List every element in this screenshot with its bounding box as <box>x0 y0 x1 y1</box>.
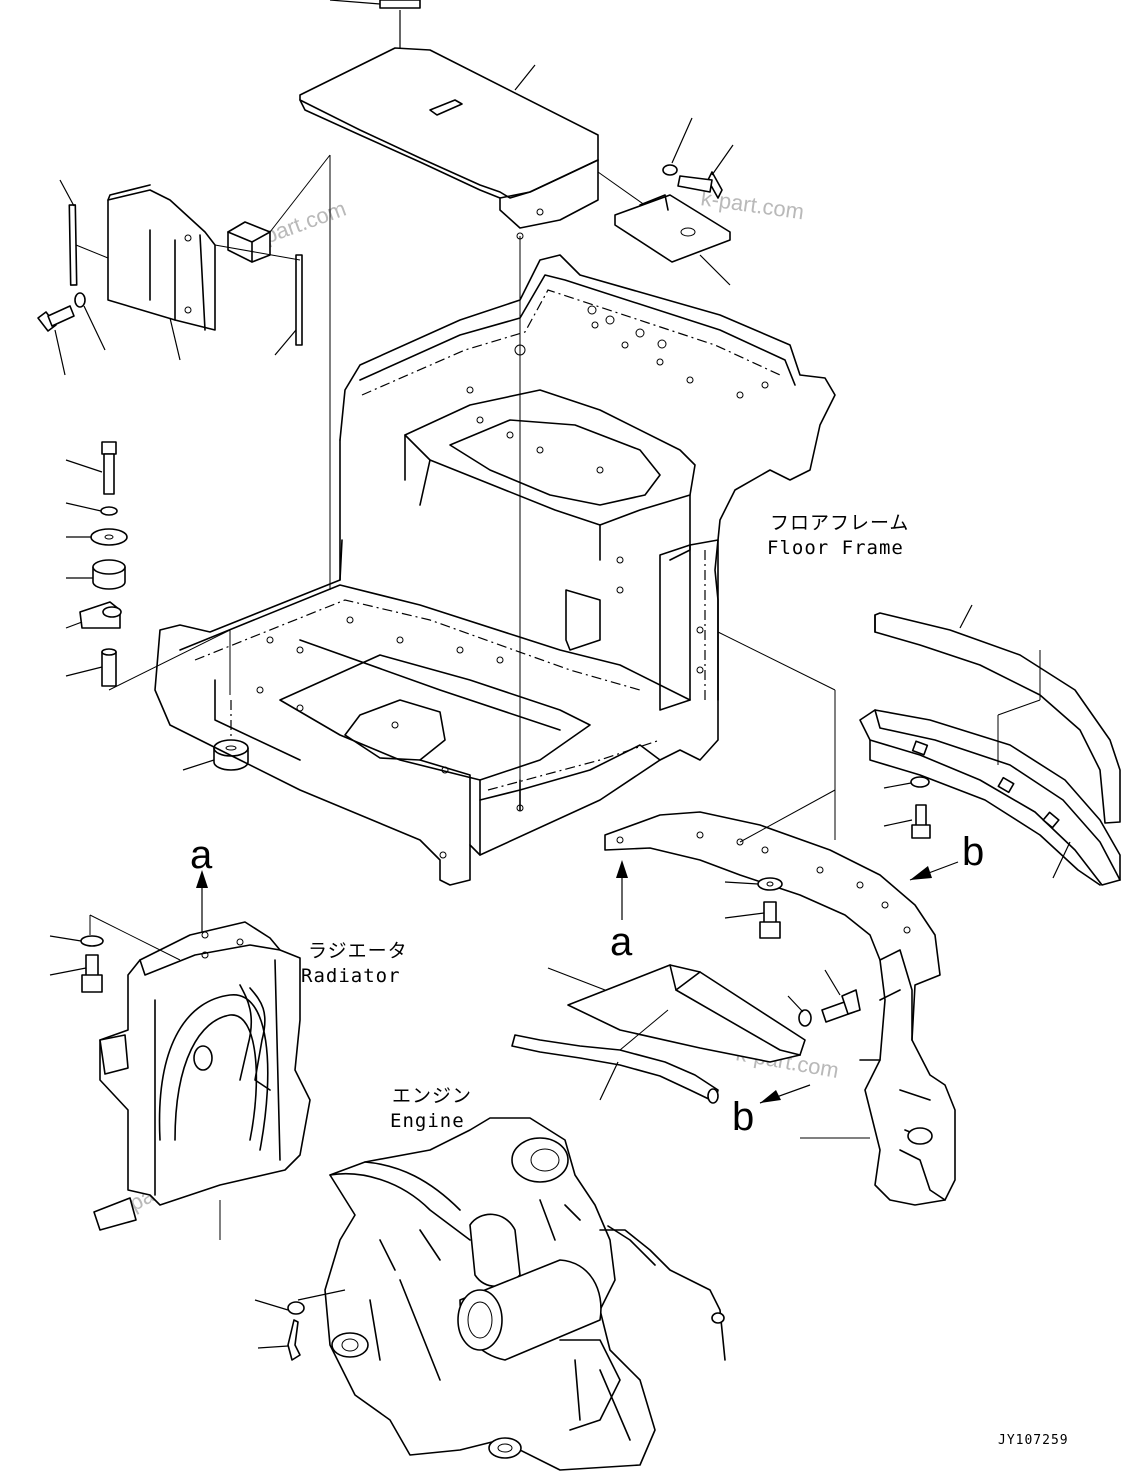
washer-bolt-radiator <box>49 935 104 993</box>
engine <box>254 1117 726 1471</box>
floor-frame-label-jp: フロアフレーム <box>770 512 909 534</box>
top-cover-plate <box>299 0 681 808</box>
ref-arrow-a-up: a <box>190 833 213 950</box>
radiator-label: ラジエータ Radiator <box>301 940 408 987</box>
ref-arrow-b-top: b <box>909 830 984 881</box>
washer-bolt-mid-right <box>724 877 783 939</box>
ref-label-b-top: b <box>962 830 984 874</box>
ref-arrow-b-bottom: b <box>732 1084 811 1139</box>
foam-block <box>75 154 331 590</box>
radiator <box>89 914 311 1240</box>
right-seal-channel <box>859 650 1121 886</box>
washer-bolt-lower-mid <box>787 969 861 1027</box>
left-seal-strip <box>59 179 303 356</box>
engine-label: エンジン Engine <box>390 1085 472 1132</box>
right-seal-strip-upper <box>874 604 1121 824</box>
radiator-label-jp: ラジエータ <box>308 940 408 962</box>
ref-label-b-bottom: b <box>732 1095 754 1139</box>
floor-frame <box>154 254 836 886</box>
washer-bolt-right <box>883 776 931 839</box>
rear-frame-bracket <box>604 789 956 1206</box>
engine-label-jp: エンジン <box>392 1085 472 1107</box>
ref-label-a-bottom: a <box>610 920 633 964</box>
floor-frame-label: フロアフレーム Floor Frame <box>767 512 909 559</box>
left-side-cover <box>107 184 216 361</box>
drawing-number: JY107259 <box>998 1433 1069 1448</box>
ref-arrow-a-down: a <box>610 860 633 964</box>
mount-stack <box>65 441 231 695</box>
frame-bolt-holes <box>256 305 769 859</box>
floor-frame-label-en: Floor Frame <box>767 537 904 559</box>
small-bracket-top-right <box>614 194 731 286</box>
bolt-washer-left <box>37 292 106 376</box>
engine-label-en: Engine <box>390 1110 465 1132</box>
lower-seal-strip <box>511 1009 719 1104</box>
radiator-label-en: Radiator <box>301 965 401 987</box>
lower-cover-plate <box>547 964 806 1063</box>
ref-label-a-top: a <box>190 833 213 877</box>
washer-bolt-top-right <box>662 117 734 199</box>
